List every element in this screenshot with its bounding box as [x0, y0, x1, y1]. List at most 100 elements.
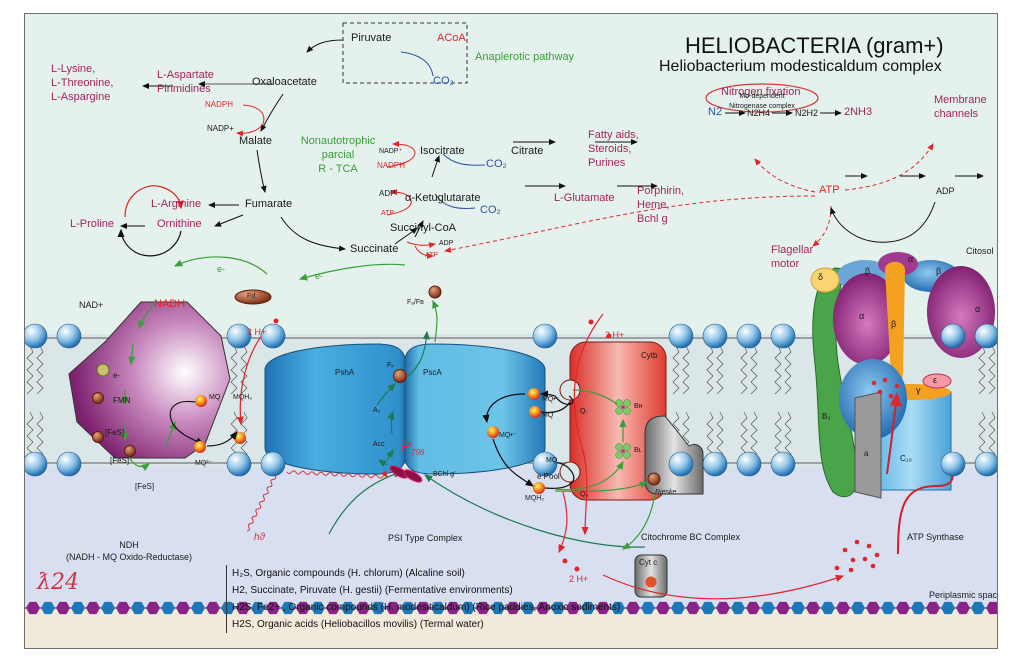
- wall-hexagon: [521, 601, 535, 615]
- anaplerotic-pathway-label: Anaplerotic pathway: [475, 51, 575, 63]
- aspartate-label-1: L-Aspartate: [157, 69, 214, 81]
- wall-hexagon: [551, 601, 565, 615]
- rtca-label-3: R - TCA: [318, 163, 358, 175]
- arginine-label: L-Arginine: [151, 198, 202, 210]
- nadh-label: NADH: [154, 298, 186, 310]
- piruvate-label: Piruvate: [351, 32, 392, 44]
- wall-hexagon: [446, 601, 460, 615]
- page-subtitle: Heliobacterium modesticaldum complex: [659, 58, 942, 75]
- wall-hexagon: [506, 601, 520, 615]
- nh3-label: 2NH3: [844, 106, 873, 118]
- gamma-label: γ: [916, 385, 921, 395]
- delta-label: δ: [818, 272, 824, 282]
- wall-hexagon: [386, 601, 400, 615]
- wall-hexagon: [791, 601, 805, 615]
- porphirin-label-3: Bchl g: [637, 213, 668, 225]
- mqh2-ndh-label: MQH₂: [233, 394, 253, 401]
- lipid-head: [940, 451, 966, 477]
- wall-hexagon: [131, 601, 145, 615]
- lipid-head: [736, 323, 762, 349]
- h-plus-cyt-bottom-label: 2 H+: [569, 574, 589, 584]
- wall-hexagon: [911, 601, 925, 615]
- wall-hexagon: [851, 601, 865, 615]
- succinyl-coa-label: Succinyl-CoA: [390, 222, 457, 234]
- wall-hexagon: [641, 601, 655, 615]
- wall-hexagon: [836, 601, 850, 615]
- fes-label-2: [FeS]: [110, 456, 130, 465]
- fx-label: Fₓ: [387, 362, 394, 369]
- bh-label: Bʜ: [634, 403, 643, 410]
- wall-hexagon: [101, 601, 115, 615]
- h-plus-ndh-label: 2 H+: [247, 327, 267, 337]
- citrate-label: Citrate: [511, 145, 544, 157]
- rieske-label: Rieske: [655, 489, 677, 496]
- oxaloacetate-label: Oxaloacetate: [252, 76, 317, 88]
- wall-hexagon: [686, 601, 700, 615]
- co2-label-isocitrate: CO₂: [486, 158, 507, 170]
- lipid-bilayer: [26, 345, 996, 461]
- mq-dot-label: MQ•⁻: [542, 396, 560, 403]
- mq2-ndh-label: MQ²⁻: [195, 460, 213, 467]
- wall-hexagon: [671, 601, 685, 615]
- nadph-label-2: NADPH: [377, 161, 406, 170]
- wall-hexagon: [731, 601, 745, 615]
- wall-hexagon: [56, 601, 70, 615]
- citosol-label: Citosol: [966, 246, 994, 256]
- n2h4-label: N2H4: [747, 108, 771, 118]
- wall-hexagon: [191, 601, 205, 615]
- adp-synthase-label: ADP: [936, 186, 955, 196]
- lipid-head: [702, 323, 728, 349]
- wall-hexagon: [431, 601, 445, 615]
- proline-label: L-Proline: [70, 218, 115, 230]
- wall-hexagon: [221, 601, 235, 615]
- electron-pool-label: e Pool: [537, 472, 560, 481]
- psi-complex-label: PSI Type Complex: [388, 533, 463, 543]
- environment-item: H₂S, Organic compounds (H. chlorum) (Alc…: [232, 568, 465, 579]
- wall-hexagon: [266, 601, 280, 615]
- cytb-label: Cytb: [641, 351, 658, 360]
- fatty-label-2: Steroids,: [588, 143, 632, 155]
- lipid-head: [260, 323, 286, 349]
- wall-hexagon: [236, 601, 250, 615]
- diagram-frame: HELIOBACTERIA (gram+) Heliobacterium mod…: [24, 13, 998, 649]
- wall-hexagon: [161, 601, 175, 615]
- atp-label-1: ATP: [381, 210, 395, 217]
- qo-label: Qₒ: [580, 491, 589, 498]
- cell-wall-zone: [25, 608, 997, 648]
- environment-item: H2S, Fe2+ , Organic compounds (H. modesi…: [232, 602, 621, 613]
- wall-hexagon: [581, 601, 595, 615]
- rtca-label-2: parcial: [321, 149, 355, 161]
- fa-fb-cluster: [428, 285, 442, 299]
- wall-hexagon: [926, 601, 940, 615]
- wall-hexagon: [566, 601, 580, 615]
- wall-hexagon: [311, 601, 325, 615]
- lipid-head: [532, 451, 558, 477]
- lipid-head: [736, 451, 762, 477]
- porphirin-label-2: Heme,: [637, 199, 670, 211]
- lipid-head: [668, 323, 694, 349]
- cytc-label: Cyt c: [639, 558, 658, 567]
- fmn-label: FMN: [113, 396, 131, 405]
- cytbc-label: Citochrome BC Complex: [641, 532, 741, 542]
- lysine-label-3: L-Aspargine: [51, 91, 111, 103]
- n2h2-label: N2H2: [795, 108, 819, 118]
- isocitrate-label: Isocitrate: [420, 145, 465, 157]
- fes-label-1: [FeS]: [105, 428, 125, 437]
- beta-label-1: β: [865, 266, 871, 276]
- periplasmic-space-label: Periplasmic space: [929, 590, 998, 600]
- nadph-label-1: NADPH: [205, 100, 234, 109]
- lipid-head: [940, 323, 966, 349]
- wall-hexagon: [746, 601, 760, 615]
- acoa-label: ACoA: [437, 32, 466, 44]
- wall-hexagon: [881, 601, 895, 615]
- h-plus-cyt-top-label: 2 H+: [605, 330, 625, 340]
- fatty-label-3: Purines: [588, 157, 626, 169]
- wall-hexagon: [41, 601, 55, 615]
- wall-hexagon: [341, 601, 355, 615]
- flagellar-label-1: Flagellar: [771, 244, 814, 256]
- wall-hexagon: [611, 601, 625, 615]
- wall-hexagon: [491, 601, 505, 615]
- lipid-head: [770, 451, 796, 477]
- succinate-label: Succinate: [350, 243, 399, 255]
- beta-label-2: β: [936, 266, 942, 276]
